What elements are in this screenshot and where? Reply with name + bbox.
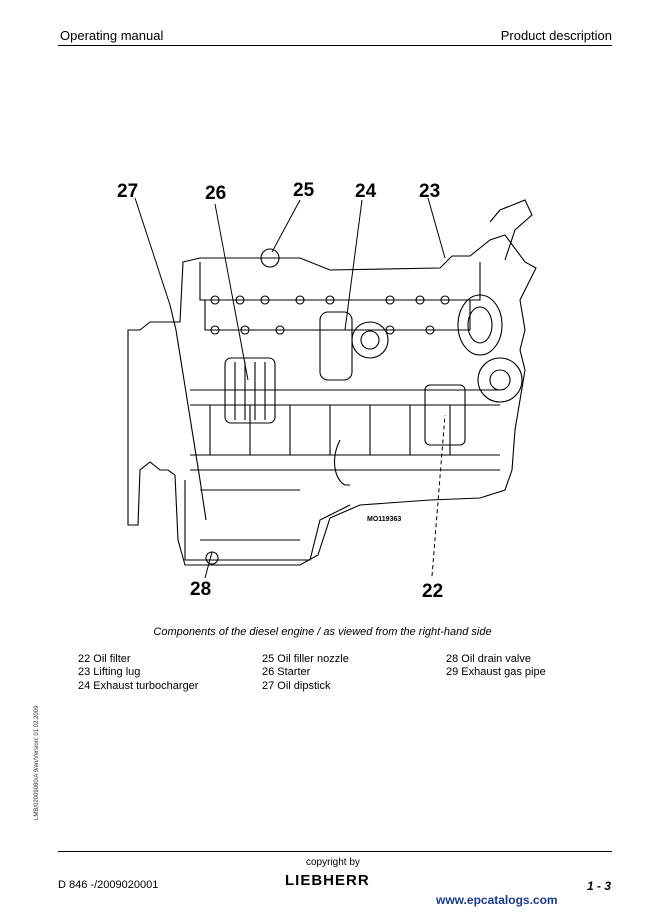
- header-rule: [58, 45, 612, 46]
- legend-item: 28 Oil drain valve: [446, 653, 531, 665]
- callout-24: 24: [355, 181, 377, 202]
- figure-code: MO119363: [367, 516, 401, 523]
- leader-22: [431, 414, 446, 577]
- legend-item: 22 Oil filter: [78, 653, 131, 665]
- legend-item: 29 Exhaust gas pipe: [446, 666, 546, 679]
- callout-22: 22: [422, 581, 443, 602]
- figure-caption: Components of the diesel engine / as vie…: [153, 626, 492, 638]
- legend-item: 23 Lifting lug: [78, 666, 141, 679]
- brand-logo: LIEBHERR: [285, 872, 370, 889]
- legend-item: 24 Exhaust turbocharger: [78, 679, 199, 692]
- legend-col-2: 25 Oil filler nozzle 26 Starter 27 Oil d…: [262, 653, 349, 693]
- legend-item: 25 Oil filler nozzle: [262, 653, 349, 665]
- leader-25: [271, 199, 301, 253]
- footer-rule: [58, 851, 612, 852]
- callout-27: 27: [117, 181, 138, 202]
- leader-26: [214, 203, 249, 381]
- leader-27: [134, 197, 171, 306]
- callout-28: 28: [190, 579, 211, 600]
- header-right: Product description: [500, 28, 612, 43]
- document-id: D 846 -/2009020001: [58, 879, 159, 891]
- copyright-text: copyright by: [306, 857, 360, 868]
- legend-col-1: 22 Oil filter 23 Lifting lug 24 Exhaust …: [78, 653, 198, 693]
- legend-item: 26 Starter: [262, 666, 311, 679]
- header-left: Operating manual: [60, 28, 164, 43]
- legend-col-3: 28 Oil drain valve 29 Exhaust gas pipe: [446, 653, 546, 680]
- leader-23: [427, 197, 446, 259]
- engine-block-outline: [127, 234, 537, 566]
- callout-25: 25: [293, 180, 315, 201]
- watermark-link[interactable]: www.epcatalogs.com: [436, 893, 558, 907]
- side-version-note: LMB/02009080/A 9/en/Version: 01.02.2009: [34, 705, 40, 820]
- leader-28: [204, 551, 213, 579]
- leader-24: [344, 199, 363, 331]
- callout-26: 26: [205, 183, 226, 204]
- page-number: 1 - 3: [586, 879, 611, 893]
- callout-23: 23: [419, 181, 440, 202]
- legend-item: 27 Oil dipstick: [262, 679, 331, 692]
